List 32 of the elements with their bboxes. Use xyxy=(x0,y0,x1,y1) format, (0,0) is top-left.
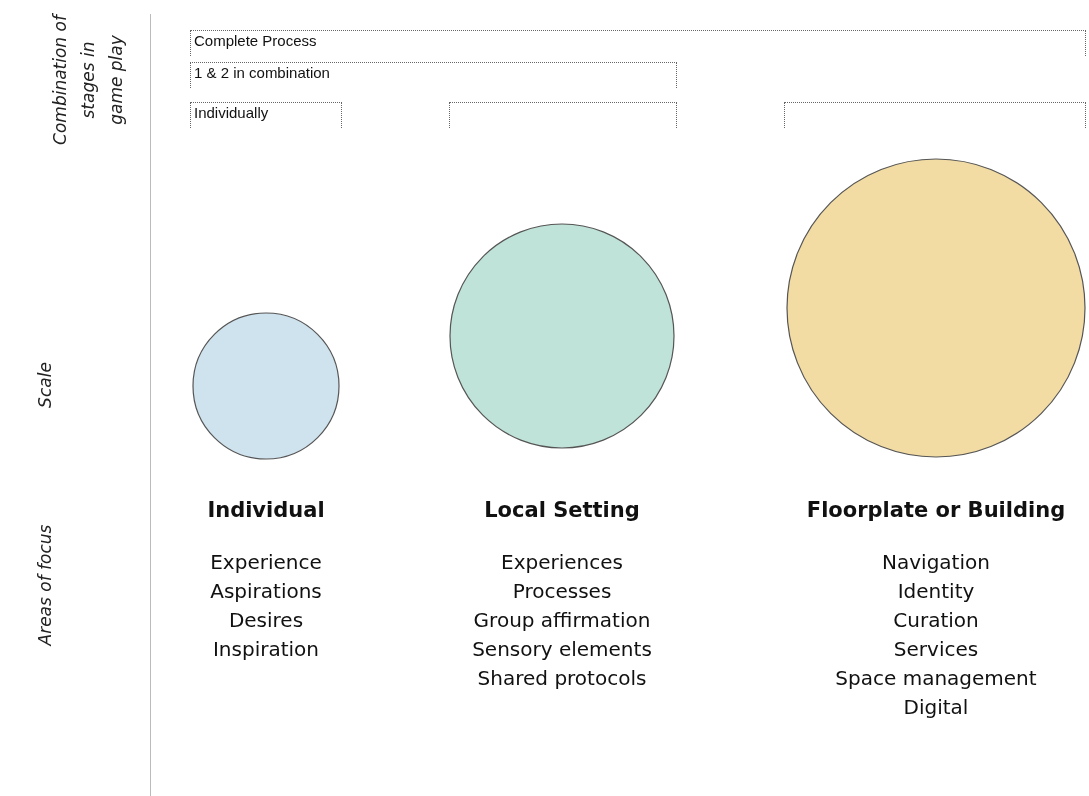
column-heading: Individual xyxy=(207,498,325,522)
focus-item: Inspiration xyxy=(212,636,319,663)
axis-label: Areas of focus xyxy=(34,523,56,649)
bracket-box xyxy=(190,62,677,88)
stage-label: Complete Process xyxy=(194,32,317,49)
scale-circle xyxy=(449,223,675,449)
stage-label: Individually xyxy=(194,104,269,121)
focus-item: Processes xyxy=(512,578,612,605)
scale-circle xyxy=(786,158,1086,458)
focus-item: Experiences xyxy=(501,549,623,576)
bracket-box xyxy=(190,30,1086,56)
bracket-box xyxy=(190,102,342,128)
axis-label: Scale xyxy=(34,361,56,410)
scale-circle xyxy=(192,312,340,460)
focus-item: Desires xyxy=(228,607,304,634)
focus-item: Sensory elements xyxy=(472,636,652,663)
focus-item: Identity xyxy=(897,578,975,605)
stage-label: 1 & 2 in combination xyxy=(194,64,330,81)
focus-item: Aspirations xyxy=(210,578,322,605)
focus-item: Services xyxy=(893,636,979,663)
bracket-box xyxy=(784,102,1086,128)
column-heading: Local Setting xyxy=(484,498,640,522)
focus-item: Shared protocols xyxy=(477,665,647,692)
focus-item: Curation xyxy=(893,607,979,634)
focus-item: Digital xyxy=(903,694,969,721)
focus-item: Group affirmation xyxy=(473,607,651,634)
focus-item: Experience xyxy=(210,549,322,576)
focus-item: Space management xyxy=(835,665,1037,692)
axis-label: Combination of stages in game play xyxy=(49,15,127,145)
focus-item: Navigation xyxy=(882,549,990,576)
column-heading: Floorplate or Building xyxy=(806,498,1066,522)
bracket-box xyxy=(449,102,677,128)
